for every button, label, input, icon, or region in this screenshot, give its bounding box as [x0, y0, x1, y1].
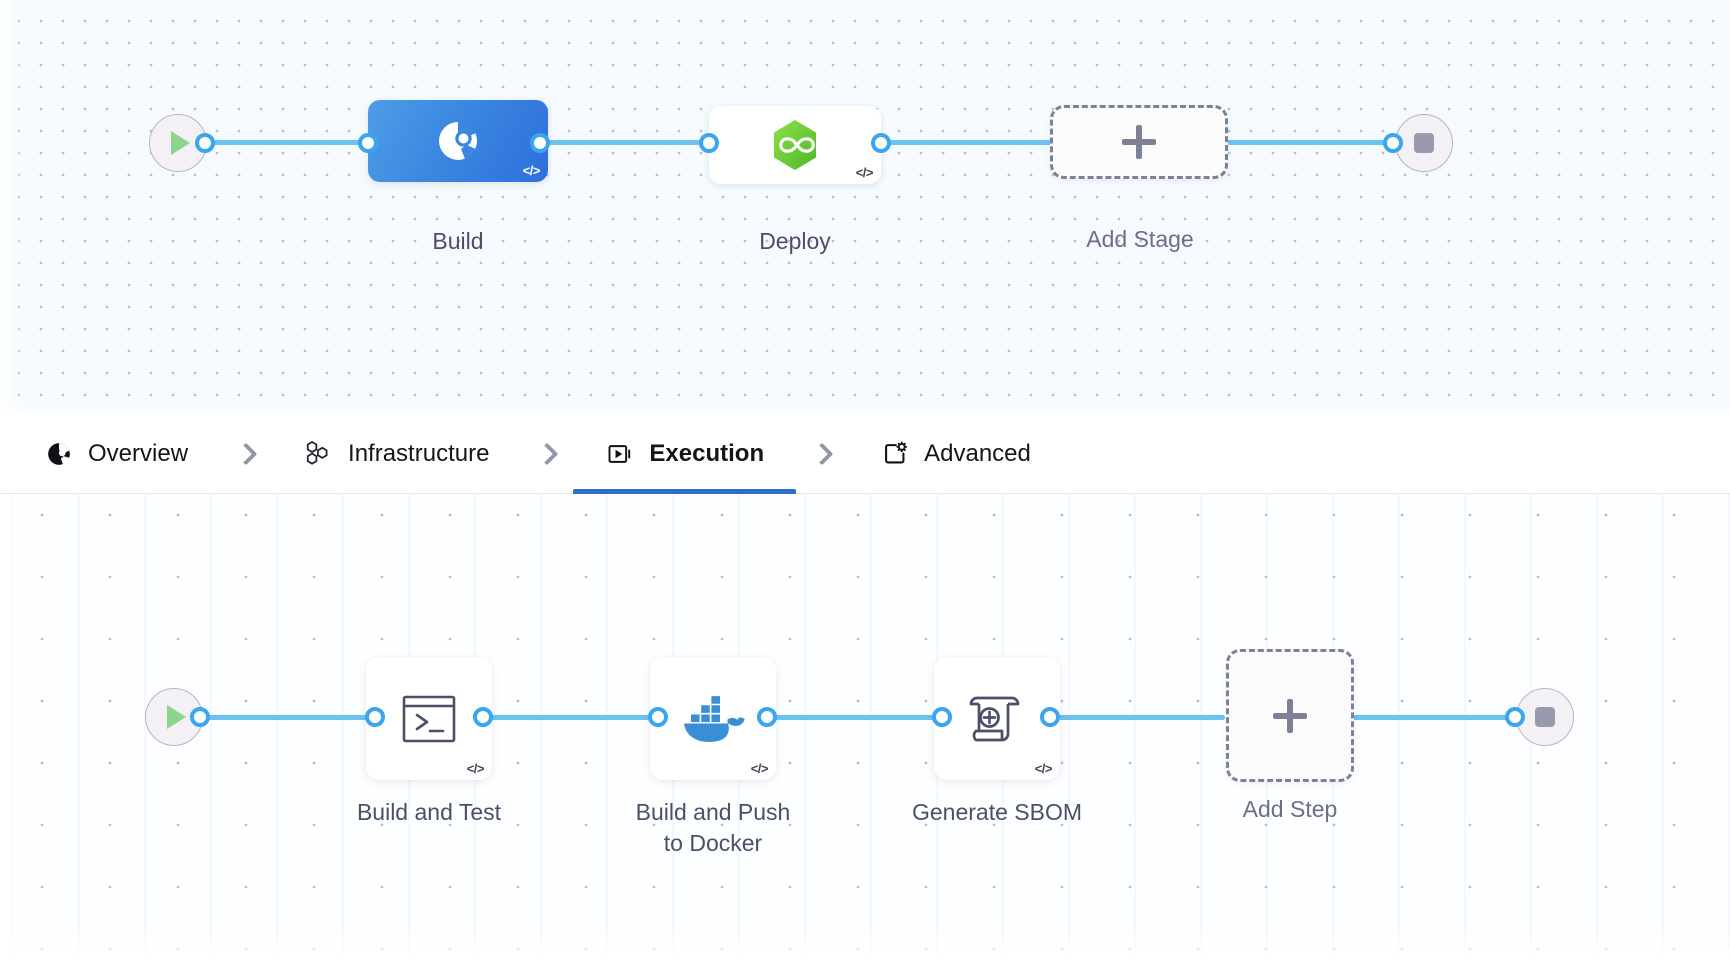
stage-deploy-label: Deploy [759, 228, 831, 254]
step-end-node[interactable] [1516, 688, 1574, 746]
stage-end-port[interactable] [1383, 133, 1403, 153]
plus-icon [1122, 125, 1156, 159]
chevron-right-icon [810, 442, 834, 465]
step-buildtest-in-port[interactable] [365, 707, 385, 727]
tab-advanced[interactable]: Advanced [876, 414, 1035, 494]
play-box-icon [605, 439, 635, 469]
plus-icon [1273, 698, 1307, 733]
stage-pipe-build-deploy [540, 140, 715, 145]
harness-cd-icon [774, 120, 816, 170]
stage-deploy-code-badge[interactable]: </> [855, 165, 874, 180]
step-sbom-out-port[interactable] [1040, 707, 1060, 727]
step-node-generate-sbom[interactable]: </> [934, 657, 1060, 780]
step-generate-sbom-label: Generate SBOM [911, 799, 1083, 825]
stop-icon [1535, 707, 1555, 727]
step-node-build-and-test[interactable]: </> [366, 657, 492, 780]
step-sbom-code-badge[interactable]: </> [1034, 761, 1053, 776]
step-sbom-in-port[interactable] [932, 707, 952, 727]
stage-node-build[interactable]: </> [368, 100, 548, 182]
add-stage-label: Add Stage [1086, 226, 1194, 252]
stage-deploy-out-port[interactable] [871, 133, 891, 153]
stage-build-in-port[interactable] [358, 133, 378, 153]
play-icon [171, 131, 190, 155]
stage-config-tabbar: Overview Infrastructure [0, 414, 1730, 494]
stage-pipe-add-end [1220, 140, 1400, 145]
step-docker-code-badge[interactable]: </> [750, 761, 769, 776]
stage-end-node[interactable] [1395, 114, 1453, 172]
stage-pipe-start-build [205, 140, 380, 145]
step-build-and-push-docker-label: Build and Push to Docker [635, 799, 791, 856]
stage-deploy-in-port[interactable] [699, 133, 719, 153]
docker-icon [684, 695, 745, 742]
step-build-and-test-code-badge[interactable]: </> [466, 761, 485, 776]
hexagons-icon [304, 439, 334, 469]
step-start-port[interactable] [190, 707, 210, 727]
stage-build-out-port[interactable] [530, 133, 550, 153]
play-icon [167, 705, 186, 729]
tab-separator-1 [234, 442, 258, 465]
tab-execution-label: Execution [649, 439, 765, 467]
step-pipe-buildtest-docker [483, 715, 658, 720]
stage-node-deploy[interactable]: </> [709, 106, 881, 184]
step-pipe-docker-sbom [767, 715, 942, 720]
stage-graph-canvas[interactable]: </> Build </> Deploy [0, 0, 1730, 414]
terminal-icon [402, 695, 456, 742]
sbom-scroll-icon [969, 696, 1020, 741]
stage-build-code-badge[interactable]: </> [522, 163, 541, 178]
step-pipe-start-buildtest [200, 715, 375, 720]
tab-infrastructure-label: Infrastructure [348, 439, 490, 467]
add-step-button[interactable] [1226, 649, 1354, 782]
tab-execution[interactable]: Execution [573, 414, 796, 494]
step-docker-in-port[interactable] [648, 707, 668, 727]
chevron-right-icon [536, 442, 559, 465]
step-pipe-add-end [1338, 715, 1518, 720]
step-node-build-and-push-docker[interactable]: </> [650, 657, 776, 780]
execution-graph-canvas[interactable]: </> Build and Test </> Bu [0, 494, 1730, 970]
add-stage-button[interactable] [1050, 105, 1228, 179]
tab-separator-3 [810, 442, 834, 465]
tab-overview-label: Overview [88, 439, 189, 467]
stage-pipe-deploy-add [880, 140, 1055, 145]
add-step-label: Add Step [1242, 796, 1338, 822]
tab-infrastructure[interactable]: Infrastructure [300, 414, 493, 494]
stage-build-label: Build [432, 228, 484, 254]
step-build-and-test-label: Build and Test [356, 799, 502, 825]
step-pipe-sbom-add [1050, 715, 1225, 720]
gear-card-icon [880, 439, 910, 469]
tab-overview[interactable]: Overview [40, 414, 192, 494]
tab-separator-2 [536, 442, 559, 465]
tab-advanced-label: Advanced [924, 439, 1031, 467]
harness-logo-icon [44, 439, 74, 469]
harness-ci-icon [439, 121, 477, 160]
stop-icon [1414, 133, 1434, 153]
step-buildtest-out-port[interactable] [473, 707, 493, 727]
chevron-right-icon [234, 442, 258, 465]
step-end-port[interactable] [1505, 707, 1525, 727]
step-docker-out-port[interactable] [757, 707, 777, 727]
stage-start-port[interactable] [195, 133, 215, 153]
